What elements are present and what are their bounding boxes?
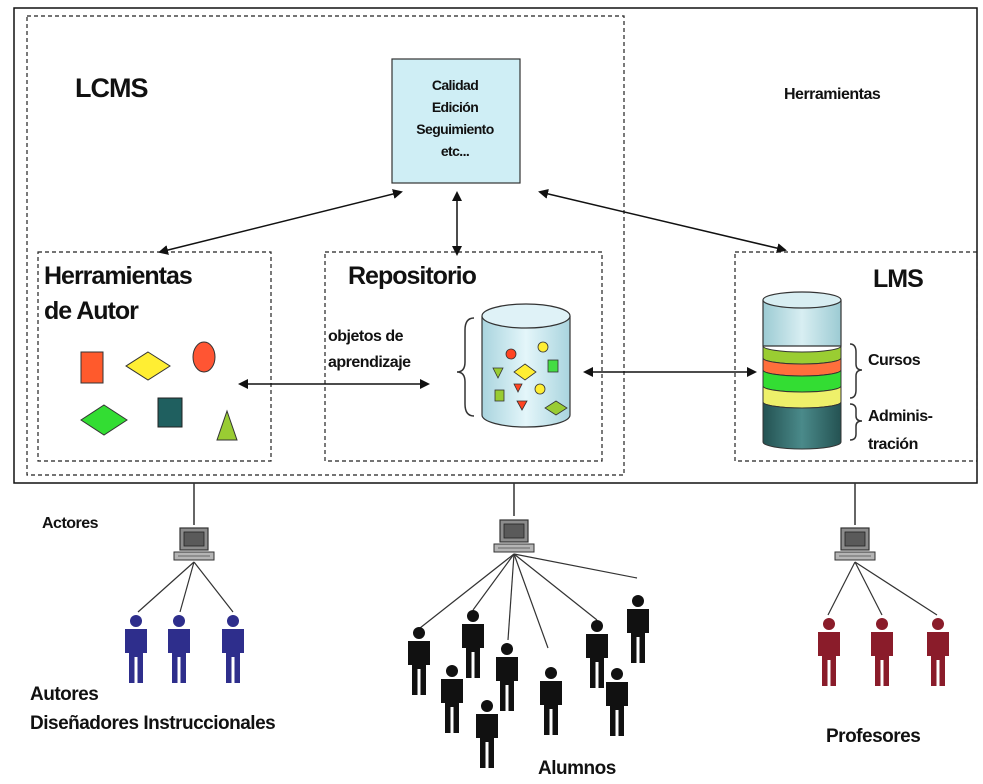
lcms-label: LCMS — [75, 73, 148, 103]
lms-stack-icon — [762, 291, 842, 450]
learning-objects-label-line1: objetos de — [328, 328, 404, 345]
teacher-person-icon — [871, 618, 893, 686]
tracking-item: Seguimiento — [416, 121, 494, 137]
authoring-tools-box — [37, 251, 272, 462]
quality-tools-box — [391, 58, 521, 184]
student-person-icon — [606, 668, 628, 736]
student-person-icon — [476, 700, 498, 768]
authors-computer-icon — [173, 527, 215, 561]
etc-item: etc... — [440, 143, 470, 159]
repository-cylinder-icon — [481, 303, 571, 428]
administration-label-line1: Adminis- — [868, 408, 933, 425]
arrow-top-to-authoring — [158, 189, 403, 255]
repository-title: Repositorio — [348, 262, 477, 290]
instructional-designers-label: Diseñadores Instruccionales — [30, 713, 276, 734]
teachers-label: Profesores — [826, 726, 921, 747]
authoring-tools-title-line2: de Autor — [44, 297, 139, 325]
repository-box — [324, 251, 603, 462]
author-person-icon — [168, 615, 190, 683]
lms-box — [734, 251, 978, 462]
courses-brace — [849, 343, 863, 399]
authors-fan-lines — [137, 561, 234, 613]
student-person-icon — [627, 595, 649, 663]
teachers-computer-icon — [834, 527, 876, 561]
tools-label: Herramientas — [784, 86, 881, 103]
courses-label: Cursos — [868, 352, 921, 369]
lms-title: LMS — [873, 265, 924, 293]
orange-rectangle-icon — [80, 351, 104, 384]
authors-people — [125, 615, 244, 683]
student-person-icon — [462, 610, 484, 678]
red-ellipse-icon — [192, 341, 216, 373]
green-diamond-icon — [80, 404, 128, 436]
teacher-person-icon — [927, 618, 949, 686]
students-label: Alumnos — [538, 758, 616, 779]
student-person-icon — [408, 627, 430, 695]
student-person-icon — [586, 620, 608, 688]
teacher-person-icon — [818, 618, 840, 686]
student-person-icon — [540, 667, 562, 735]
student-person-icon — [496, 643, 518, 711]
actors-label: Actores — [42, 515, 99, 532]
students-computer-icon — [493, 519, 535, 553]
author-person-icon — [222, 615, 244, 683]
administration-label-line2: tración — [868, 436, 918, 453]
quality-item: Calidad — [431, 77, 479, 93]
student-person-icon — [441, 665, 463, 733]
students-people — [408, 595, 649, 768]
teachers-people — [818, 618, 949, 686]
objects-brace — [456, 317, 475, 417]
author-person-icon — [125, 615, 147, 683]
learning-objects-label-line2: aprendizaje — [328, 354, 411, 371]
teal-square-icon — [157, 397, 183, 428]
students-fan-lines — [419, 553, 638, 649]
administration-brace — [849, 403, 863, 441]
authoring-tools-title-line1: Herramientas — [44, 262, 193, 290]
authors-label: Autores — [30, 684, 99, 705]
teachers-fan-lines — [827, 561, 938, 616]
arrow-top-to-lms — [538, 188, 787, 254]
main-frame — [13, 7, 978, 484]
yellow-diamond-icon — [125, 351, 171, 381]
editing-item: Edición — [431, 99, 479, 115]
green-triangle-icon — [216, 409, 238, 441]
quality-tools-text: Calidad Edición Seguimiento etc... — [392, 74, 518, 162]
